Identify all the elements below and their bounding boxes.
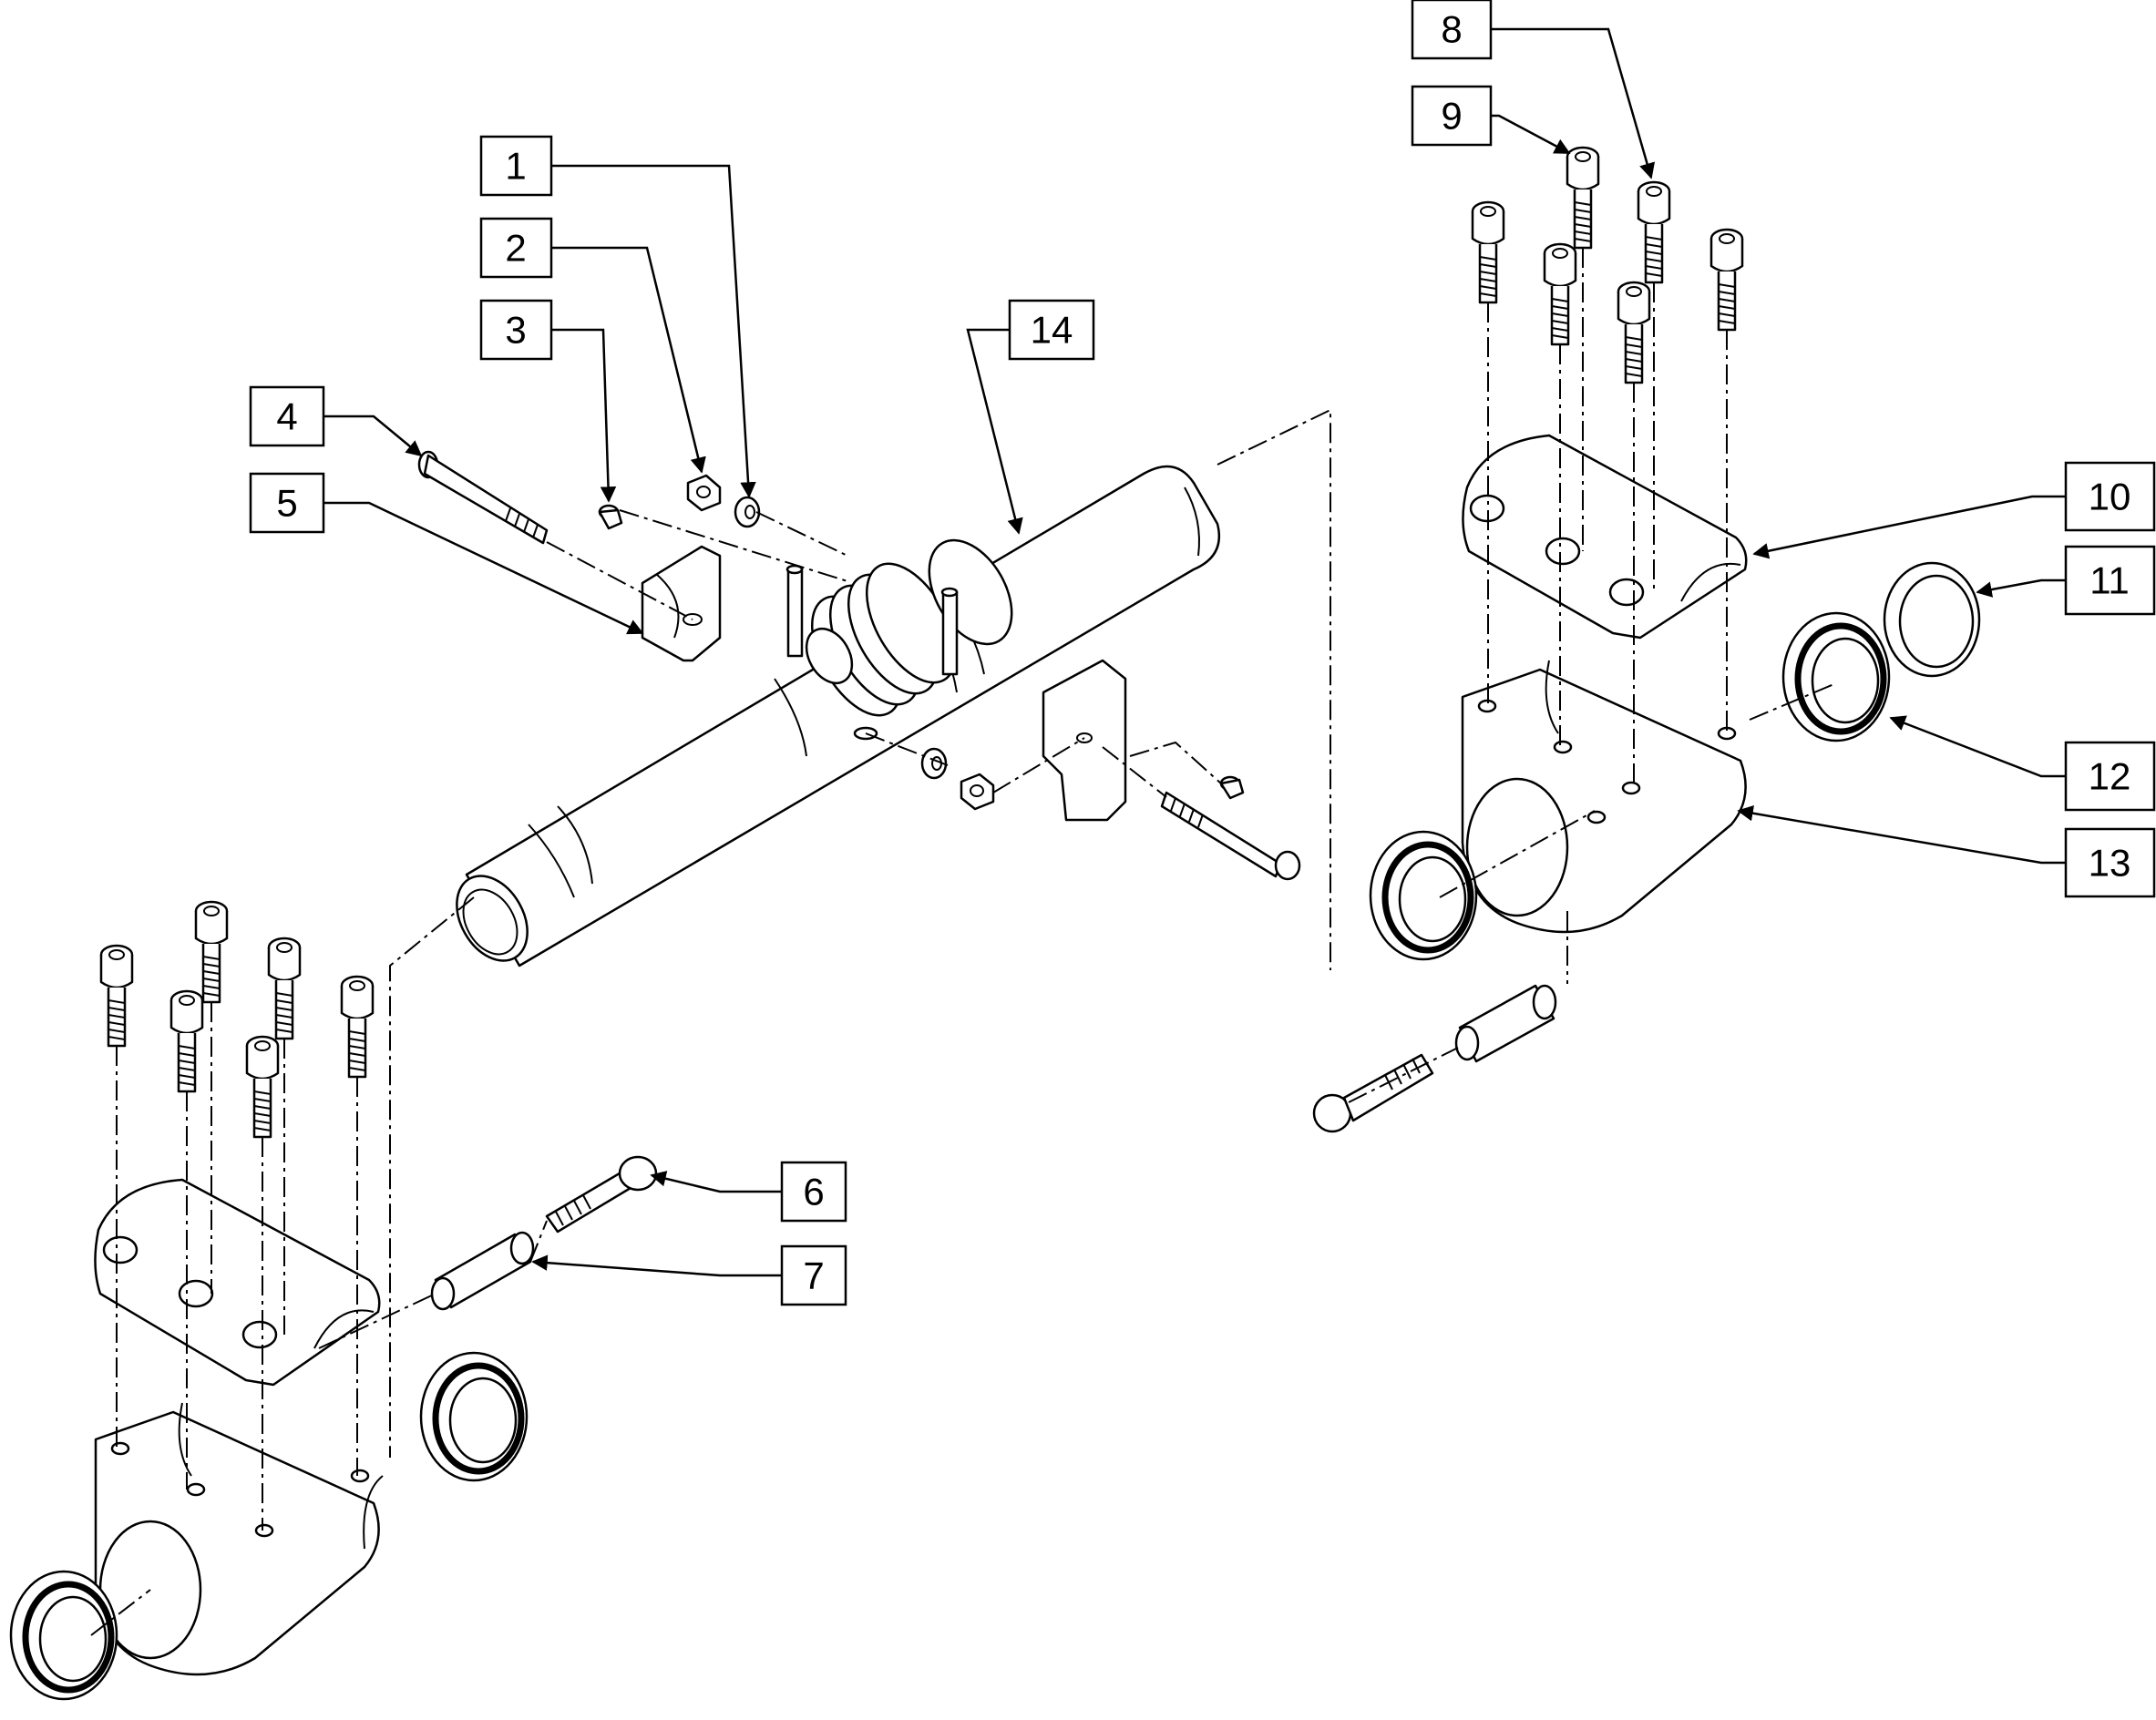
left-cap-screw-1 [99,944,134,1048]
left-cap-screw-6 [340,975,375,1079]
svg-text:2: 2 [505,227,526,270]
svg-text:13: 13 [2089,842,2131,885]
right-inner-seal [1783,613,1889,741]
spacer-small [598,504,623,530]
callout-5: 5 [249,472,325,534]
svg-text:4: 4 [276,395,297,438]
axle-shaft [456,465,1221,968]
assembly-centerlines [90,248,1837,1636]
left-cap-screw-2 [194,900,229,1004]
right-cap-screw-1 [1471,200,1505,304]
left-cap-screw-3 [267,937,302,1040]
left-sleeve [430,1231,535,1311]
callout-leaders [323,27,2066,1277]
callout-8: 8 [1411,0,1493,60]
washer [734,496,761,528]
svg-text:10: 10 [2089,476,2131,518]
right-cap-screw-4 [1543,242,1577,346]
right-cap-screw-3 [1637,180,1671,284]
svg-text:14: 14 [1031,309,1073,352]
washer-right [920,747,948,780]
right-cap-screw-6 [1709,228,1744,332]
lock-nut [686,474,722,512]
clamp-bolt-left [417,450,549,545]
right-outer-seal [1371,832,1476,959]
svg-text:7: 7 [803,1254,824,1297]
clamp-bracket-left [641,545,722,662]
svg-text:12: 12 [2089,755,2131,798]
callout-3: 3 [479,299,553,361]
svg-text:6: 6 [803,1171,824,1213]
callout-11: 11 [2064,545,2156,616]
svg-text:3: 3 [505,309,526,352]
callout-9: 9 [1411,85,1493,147]
right-cap-screw-2 [1566,146,1600,250]
callout-12: 12 [2064,741,2156,812]
right-pivot-bolt [1312,1053,1434,1133]
left-pivot-bolt [545,1155,658,1234]
lock-nut-right [960,773,995,811]
left-cap-screw-5 [245,1035,280,1139]
callout-2: 2 [479,217,553,279]
callout-13: 13 [2064,827,2156,898]
right-cap-screw-5 [1617,281,1651,384]
left-inner-seal [421,1353,527,1480]
callout-7: 7 [780,1244,847,1306]
callout-6: 6 [780,1161,847,1223]
left-outer-seal [11,1572,117,1699]
svg-text:5: 5 [276,482,297,525]
svg-text:8: 8 [1441,8,1462,51]
callout-1: 1 [479,135,553,197]
callout-4: 4 [249,385,325,447]
clamp-bolt-right [1160,791,1301,881]
callout-14: 14 [1008,299,1095,361]
svg-text:9: 9 [1441,95,1462,138]
svg-text:11: 11 [2089,559,2130,602]
left-bearing-block [94,1178,384,1676]
svg-text:1: 1 [505,145,526,188]
callout-10: 10 [2064,461,2156,532]
left-cap-screw-4 [169,989,204,1093]
right-bushing [1883,561,1981,678]
clamp-bracket-right [1042,659,1127,822]
spacer-small-right [1219,775,1245,800]
right-bearing-block [1461,434,1748,934]
right-sleeve [1454,984,1557,1063]
